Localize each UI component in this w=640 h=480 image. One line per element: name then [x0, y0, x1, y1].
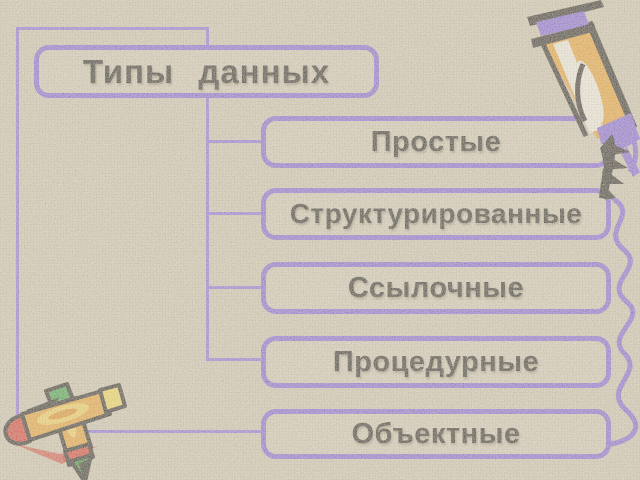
connector-branch-procedurnye	[206, 358, 264, 361]
connector-bottom-horizontal	[16, 430, 264, 433]
connector-branch-ssylochnye	[206, 286, 264, 289]
node-reference-types: Ссылочные	[261, 262, 611, 314]
root-node-data-types: Типы данных	[34, 45, 379, 98]
node-object-types: Объектные	[261, 409, 611, 459]
squiggle-line-icon	[608, 197, 639, 447]
node-structured-types: Структурированные	[261, 188, 611, 240]
node-procedural-types: Процедурные	[261, 336, 611, 388]
connector-branch-prostye	[206, 140, 264, 143]
connector-branch-strukturirovannye	[206, 212, 264, 215]
pen-icon	[527, 0, 640, 200]
node-simple-types: Простые	[261, 116, 611, 168]
connector-top-horizontal	[16, 27, 208, 30]
connector-left-vertical	[16, 27, 19, 433]
